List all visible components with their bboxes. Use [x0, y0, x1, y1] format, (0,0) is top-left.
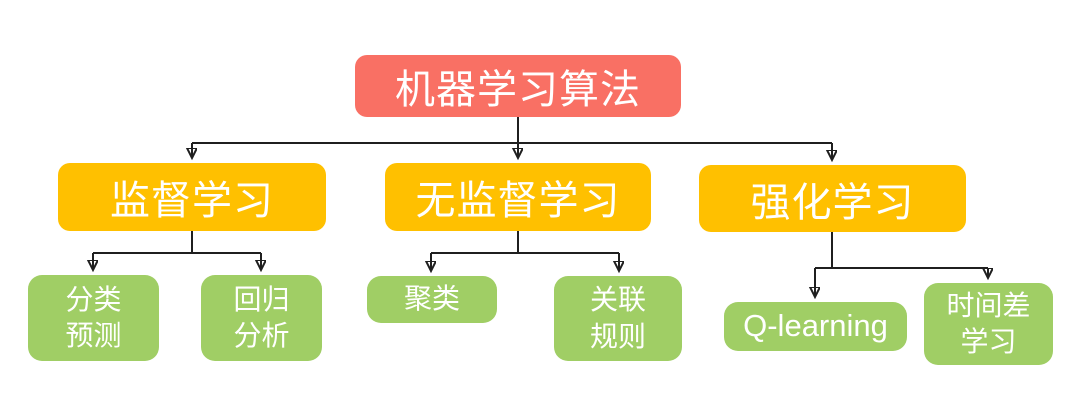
node-association-rules: 关联 规则	[554, 276, 682, 361]
node-classification-prediction: 分类 预测	[28, 275, 159, 361]
node-label: 无监督学习	[415, 179, 621, 223]
node-label: 强化学习	[750, 180, 915, 225]
node-label: 分类 预测	[65, 283, 122, 351]
node-supervised-learning: 监督学习	[58, 163, 326, 231]
edge-supervised-rail	[93, 231, 261, 254]
node-label: 监督学习	[110, 179, 274, 223]
node-unsupervised-learning: 无监督学习	[385, 163, 651, 231]
node-label: 机器学习算法	[395, 68, 641, 112]
node-regression-analysis: 回归 分析	[201, 275, 322, 361]
node-clustering: 聚类	[367, 276, 497, 323]
node-reinforcement-learning: 强化学习	[699, 165, 966, 232]
edge-reinforcement-rail	[815, 232, 988, 269]
edge-root-rail	[192, 117, 832, 144]
node-q-learning: Q-learning	[724, 302, 907, 351]
edge-unsupervised-rail	[431, 231, 619, 254]
node-label: 回归 分析	[233, 283, 290, 351]
node-label: 聚类	[403, 283, 460, 315]
node-label: 关联 规则	[589, 284, 646, 352]
node-machine-learning-algorithms: 机器学习算法	[355, 55, 681, 117]
node-temporal-difference-learning: 时间差 学习	[924, 283, 1053, 365]
node-label: Q-learning	[743, 308, 888, 344]
node-label: 时间差 学习	[946, 289, 1031, 357]
